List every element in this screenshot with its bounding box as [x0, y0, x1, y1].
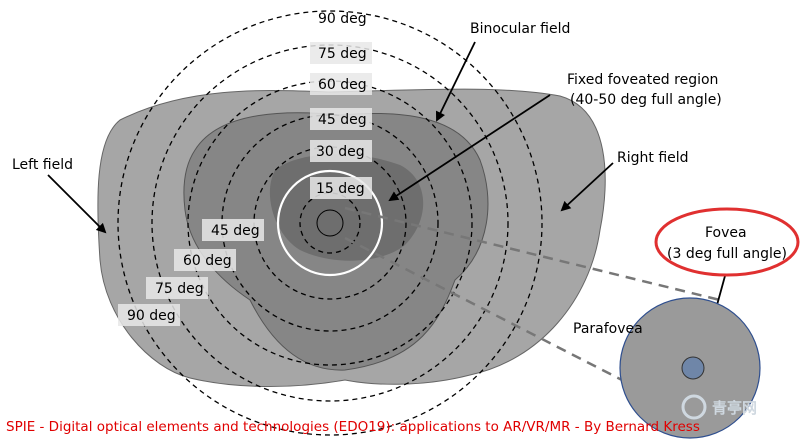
label-30-deg-top: 30 deg — [316, 144, 365, 160]
arrow-fixed-foveated — [388, 94, 551, 202]
label-90-deg-left: 90 deg — [127, 308, 176, 324]
label-75-deg-left: 75 deg — [155, 281, 204, 297]
label-box-45 — [310, 108, 372, 130]
label-45-deg-left: 45 deg — [211, 223, 260, 239]
arrow-right-field — [560, 162, 614, 212]
label-box-15 — [310, 177, 372, 199]
label-45-deg-top: 45 deg — [318, 112, 367, 128]
label-box-75 — [310, 42, 372, 64]
label-15-deg-top: 15 deg — [316, 181, 365, 197]
label-box-left-45 — [202, 219, 264, 241]
label-box-left-75 — [146, 277, 208, 299]
left-field-label: Left field — [12, 157, 73, 173]
fovea-callout-ring — [654, 207, 800, 277]
parafovea-label: Parafovea — [573, 321, 643, 337]
label-90-deg-top: 90 deg — [318, 11, 367, 27]
fixed-foveated-label-line1: Fixed foveated region — [567, 72, 718, 88]
watermark-logo-icon — [681, 394, 707, 420]
binocular-field-label: Binocular field — [470, 21, 570, 37]
callout-arrows — [47, 41, 729, 358]
label-box-30 — [310, 140, 372, 162]
right-field-label: Right field — [617, 150, 689, 166]
label-box-left-60 — [174, 249, 236, 271]
credit-line: SPIE - Digital optical elements and tech… — [6, 419, 700, 435]
arrow-binocular — [436, 41, 476, 122]
label-60-deg-top: 60 deg — [318, 77, 367, 93]
label-60-deg-left: 60 deg — [183, 253, 232, 269]
circle-90-deg — [117, 10, 543, 436]
fovea-label-line2: (3 deg full angle) — [667, 246, 787, 262]
fixed-foveated-label-line2: (40-50 deg full angle) — [570, 92, 722, 108]
fixed-foveated-circle — [276, 169, 384, 277]
watermark: 青亭网 — [681, 394, 757, 420]
label-box-left-90 — [118, 304, 180, 326]
fovea-dot — [681, 356, 705, 380]
label-75-deg-top: 75 deg — [318, 46, 367, 62]
fovea-center-circle — [316, 209, 344, 237]
watermark-text: 青亭网 — [712, 399, 757, 417]
fovea-label-line1: Fovea — [705, 225, 747, 241]
circle-15-deg — [299, 192, 361, 254]
arrow-left-field — [47, 174, 107, 234]
label-box-60 — [310, 73, 372, 95]
